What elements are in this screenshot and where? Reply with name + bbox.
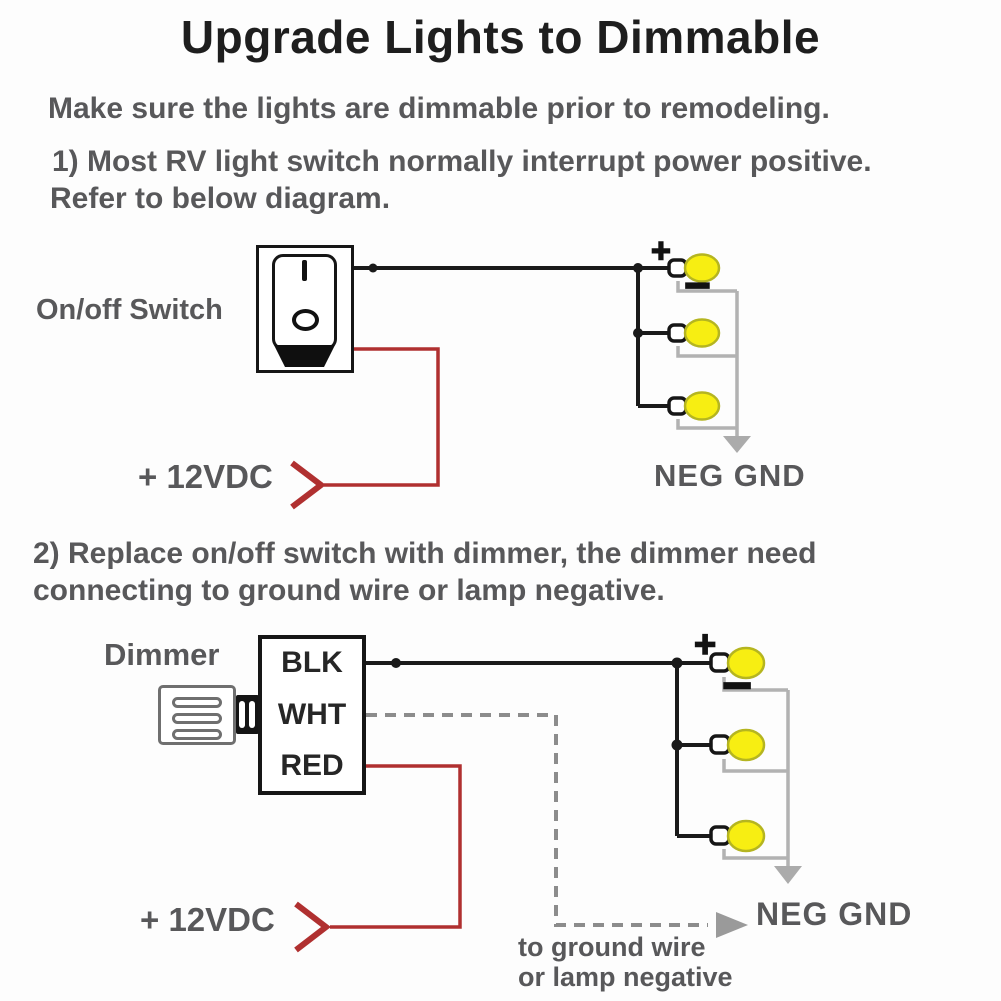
- junction-dot: [671, 739, 683, 751]
- shaft-rib: [249, 701, 255, 728]
- bulb-connector: [667, 396, 688, 416]
- bulb-icon: [709, 819, 766, 853]
- bulb-icon: [667, 318, 721, 348]
- junction-dot: [391, 658, 401, 668]
- minus-symbol: −: [721, 657, 753, 715]
- ground-note-line1: to ground wire: [518, 932, 706, 962]
- junction-dot: [633, 328, 643, 338]
- switch-label: On/off Switch: [36, 294, 223, 326]
- plus-symbol: +: [693, 624, 717, 666]
- d1-power-label: + 12VDC: [138, 458, 273, 495]
- d2-power-label: + 12VDC: [140, 901, 275, 938]
- wire-label-blk: BLK: [281, 646, 343, 679]
- wire-label-wht: WHT: [277, 698, 347, 731]
- dimmer-label: Dimmer: [104, 637, 220, 672]
- step2-heading-line1: 2) Replace on/off switch with dimmer, th…: [33, 537, 817, 570]
- power-arrow-icon: [294, 901, 331, 953]
- bulb-icon: [709, 646, 766, 680]
- power-arrow-icon: [290, 460, 326, 510]
- step2-heading-line2: connecting to ground wire or lamp negati…: [33, 574, 665, 607]
- switch-on-mark: [302, 260, 307, 281]
- d2-power-wire-red: [294, 764, 462, 953]
- d1-ground-label: NEG GND: [654, 458, 806, 493]
- shaft-rib: [239, 701, 245, 728]
- ground-arrow-right-icon: [716, 912, 748, 938]
- d2-white-wire-dashed: [366, 713, 748, 938]
- junction-dot: [633, 263, 643, 273]
- bulb-connector: [667, 323, 688, 343]
- step1-heading-line2: Refer to below diagram.: [50, 182, 391, 215]
- bulb-icon: [667, 391, 721, 421]
- rocker-switch-base: [273, 345, 336, 367]
- d2-ground-wire-gray: [722, 677, 802, 884]
- d1-ground-wire-gray: [676, 281, 751, 453]
- knob-ridge: [172, 713, 222, 724]
- knob-ridge: [172, 697, 222, 708]
- dimmer-shaft-icon: [236, 695, 259, 734]
- junction-dot: [368, 263, 378, 273]
- intro-text: Make sure the lights are dimmable prior …: [48, 92, 830, 125]
- d1-positive-wire-black: [353, 263, 672, 408]
- ground-arrow-down-icon: [774, 866, 802, 884]
- ground-arrow-down-icon: [723, 436, 751, 453]
- dimmer-knob-icon: [158, 685, 236, 745]
- d2-ground-label: NEG GND: [756, 896, 913, 932]
- bulb-connector: [709, 734, 731, 755]
- bulb-icon: [667, 253, 721, 283]
- page-title: Upgrade Lights to Dimmable: [180, 11, 821, 63]
- plus-symbol: +: [650, 232, 671, 270]
- step1-heading-line1: 1) Most RV light switch normally interru…: [52, 145, 872, 178]
- switch-off-mark: [292, 309, 319, 331]
- d2-positive-wire-black: [366, 657, 712, 838]
- minus-symbol: −: [683, 259, 711, 311]
- knob-ridge: [172, 729, 222, 740]
- wire-label-red: RED: [280, 749, 344, 782]
- junction-dot: [671, 657, 683, 669]
- bulb-icon: [709, 728, 766, 762]
- d1-power-wire-red: [290, 347, 440, 510]
- dimmer-module-box: [258, 635, 366, 795]
- bulb-connector: [709, 825, 731, 846]
- ground-note-line2: or lamp negative: [518, 962, 733, 992]
